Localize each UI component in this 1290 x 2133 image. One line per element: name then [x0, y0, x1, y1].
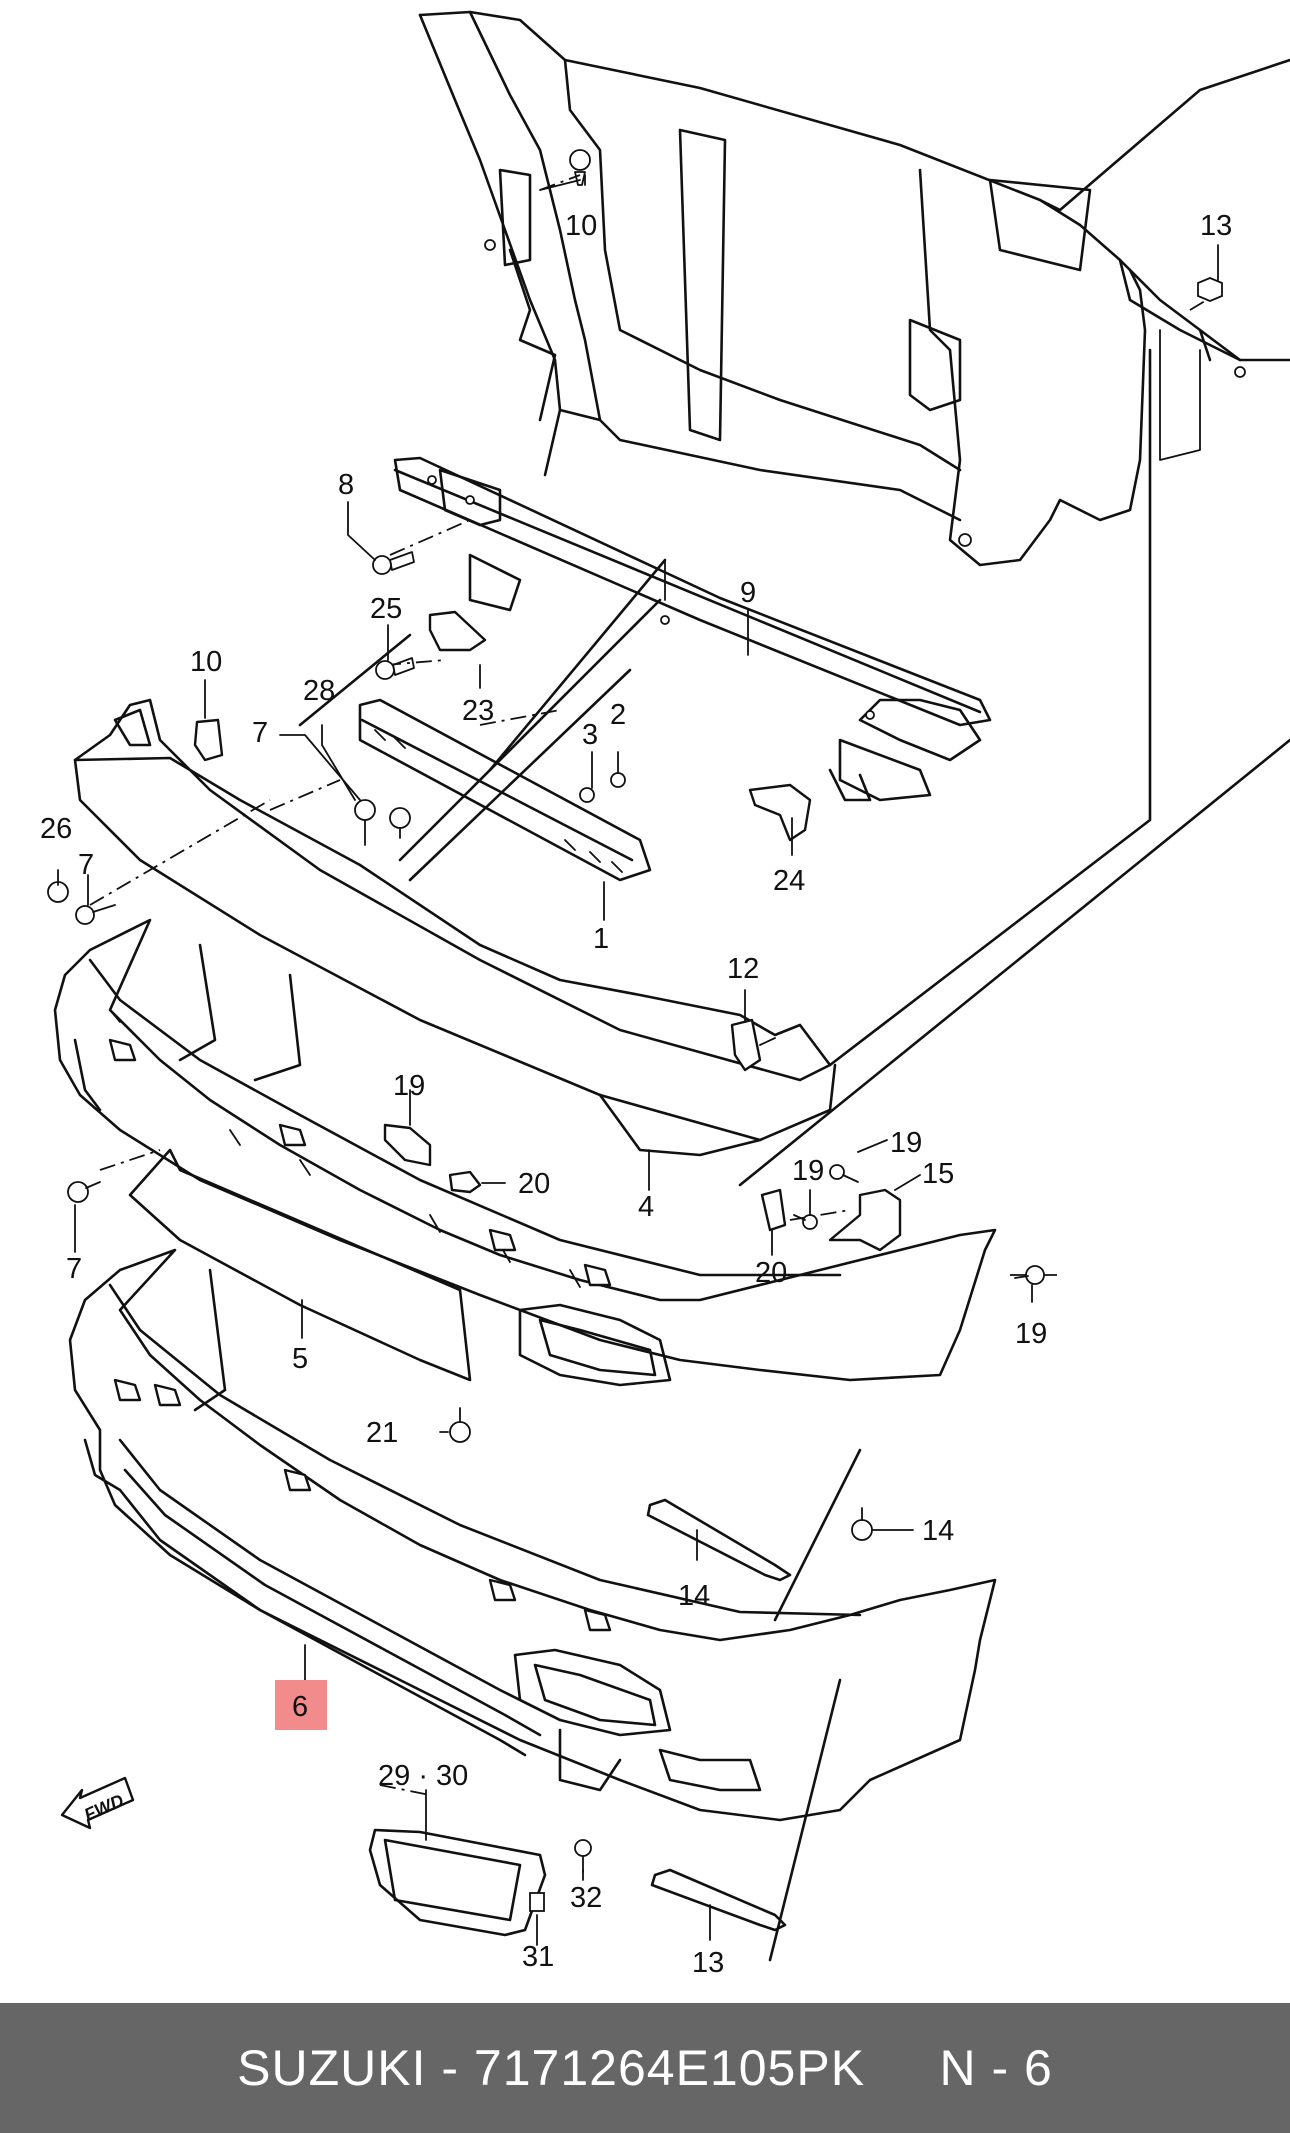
screw-7a-icon	[75, 904, 116, 925]
highlight-box-part-6	[275, 1680, 327, 1730]
callout-20: 20	[755, 1257, 787, 1289]
stay-14	[646, 1498, 792, 1582]
callout-26: 24	[773, 865, 805, 897]
screw-19b-icon	[1014, 1265, 1045, 1285]
callout-13: 13	[1200, 210, 1232, 242]
callout-3: 3	[582, 719, 598, 751]
clip-22	[383, 1123, 432, 1167]
callout-5: 5	[292, 1343, 308, 1375]
fwd-direction-arrow: FWD	[60, 1776, 135, 1830]
bolt-32-icon	[574, 1839, 592, 1873]
screw-21-icon	[793, 1214, 818, 1230]
callout-24: 21	[366, 1417, 398, 1449]
bracket-26	[748, 783, 812, 842]
bolt-27-icon	[375, 657, 415, 680]
callout-28b: 28	[303, 675, 335, 707]
callout-leaders	[57, 174, 1219, 1946]
bracket-17-18	[828, 1188, 902, 1252]
callout-19b: 19	[1015, 1318, 1047, 1350]
construction-lines	[298, 348, 1290, 1962]
bumper-lower-6	[68, 1248, 997, 1822]
nut-2-icon	[610, 772, 626, 788]
callout-labels: 10 13 8 9 25 10 28 23 7 3 2 26 7 24 1 12…	[40, 210, 1232, 1979]
bumper-middle-5	[53, 918, 997, 1387]
callout-31: 31	[522, 1941, 554, 1973]
callout-2: 2	[610, 699, 626, 731]
callout-23: 20	[518, 1168, 550, 1200]
footer-part-number: SUZUKI - 7171264E105PK N - 6	[237, 2040, 1053, 2096]
callout-32: 32	[570, 1882, 602, 1914]
bolt-24-icon	[449, 1407, 471, 1443]
bolt-8-icon	[372, 551, 415, 575]
callout-14: 14	[678, 1580, 710, 1612]
bumper-reinforcement-9	[393, 456, 992, 802]
callout-25: 23	[462, 695, 494, 727]
callout-19a: 19	[890, 1127, 922, 1159]
callout-17-18: 15	[922, 1158, 954, 1190]
parts-diagram: 10 13 8 9 25 10 28 23 7 3 2 26 7 24 1 12…	[40, 10, 1290, 1979]
callout-8: 8	[338, 469, 354, 501]
callout-7a: 7	[78, 849, 94, 881]
callout-28a: 26	[40, 813, 72, 845]
stay-15	[650, 1868, 787, 1932]
callout-29-30: 29 · 30	[378, 1760, 468, 1792]
callout-1: 1	[593, 923, 609, 955]
grille-1	[358, 698, 652, 882]
callout-22: 19	[393, 1070, 425, 1102]
callout-27: 25	[370, 593, 402, 625]
clip-31-icon	[529, 1892, 545, 1912]
clip-11-icon	[193, 718, 224, 762]
nut-13-icon	[1197, 277, 1223, 302]
callout-9: 9	[740, 577, 756, 609]
clip-12-icon	[730, 1018, 776, 1072]
callout-10: 10	[565, 210, 597, 242]
callout-7c: 7	[66, 1253, 82, 1285]
nut-3-icon	[579, 787, 595, 803]
callout-11: 10	[190, 646, 222, 678]
bolt-28b-icon	[389, 807, 411, 839]
callout-12: 12	[727, 953, 759, 985]
bracket-20	[760, 1188, 787, 1232]
leader-lines	[89, 174, 1216, 1796]
fog-lamp-29-30	[368, 1828, 547, 1937]
screw-19a-icon	[829, 1164, 859, 1183]
callout-7b: 7	[252, 717, 268, 749]
callout-16: 14	[922, 1515, 954, 1547]
screw-7b-icon	[354, 799, 376, 846]
screw-7c-icon	[67, 1181, 101, 1203]
bumper-upper-4	[73, 698, 837, 1157]
callout-15: 13	[692, 1947, 724, 1979]
bolt-16-icon	[851, 1507, 873, 1541]
callout-6: 6	[292, 1691, 308, 1723]
footer-bar: SUZUKI - 7171264E105PK N - 6	[0, 2003, 1290, 2133]
fasteners	[47, 149, 1223, 1912]
bracket-25	[428, 610, 487, 652]
clip-23	[448, 1170, 482, 1194]
callout-4: 4	[638, 1191, 654, 1223]
radiator-support-panel	[418, 10, 1290, 567]
callout-21: 19	[792, 1155, 824, 1187]
